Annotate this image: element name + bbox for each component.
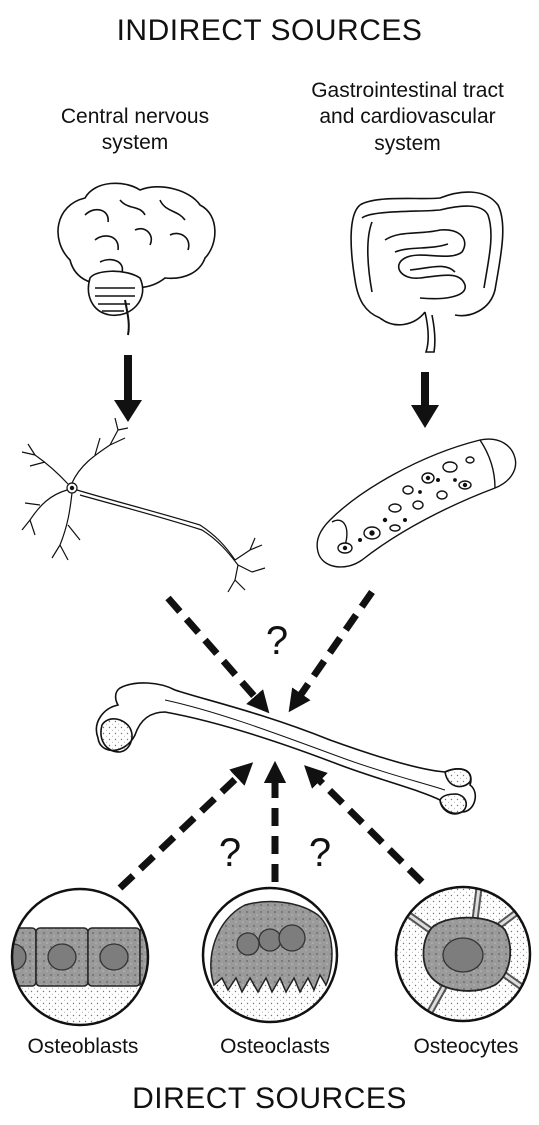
osteoblast-cell-icon (0, 889, 192, 1035)
brain-icon (58, 183, 215, 335)
question-mark-top: ? (266, 619, 288, 663)
osteoclast-cell-icon (190, 888, 350, 1030)
arrow-brain-to-neuron (114, 355, 142, 422)
osteocytes-label: Osteocytes (386, 1034, 539, 1060)
osteoclasts-label: Osteoclasts (195, 1034, 355, 1060)
dashed-arrow-neuron-to-bone (168, 598, 262, 705)
arrow-gut-to-vessel (411, 372, 439, 428)
intestine-icon (351, 192, 503, 352)
question-mark-left: ? (219, 831, 241, 875)
osteocyte-cell-icon (395, 880, 539, 1030)
osteoblasts-label: Osteoblasts (3, 1034, 163, 1060)
femur-bone-icon (96, 683, 475, 814)
dashed-arrow-vessel-to-bone (295, 592, 372, 703)
direct-sources-title: DIRECT SOURCES (0, 1080, 539, 1118)
question-mark-right: ? (309, 831, 331, 875)
neuron-icon (22, 418, 265, 592)
blood-vessel-icon (317, 439, 515, 567)
